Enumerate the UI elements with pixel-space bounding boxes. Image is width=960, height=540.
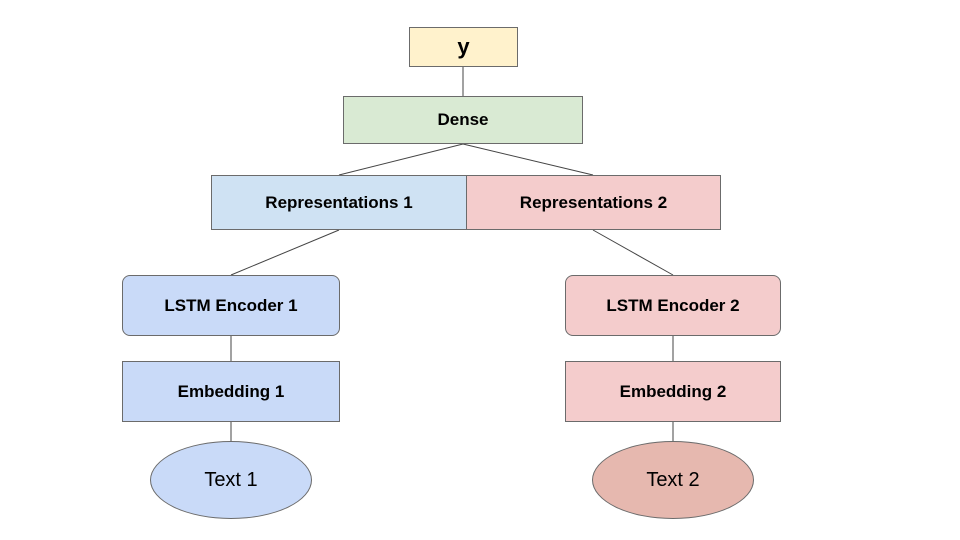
representations-1-node: Representations 1 <box>211 175 467 230</box>
edge-dense-rep1 <box>338 143 464 176</box>
edge-rep1-lstm1 <box>230 229 340 276</box>
dense-node: Dense <box>343 96 583 144</box>
embedding-1-node: Embedding 1 <box>122 361 340 422</box>
text-2-input-node: Text 2 <box>592 441 754 519</box>
representations-2-node: Representations 2 <box>466 175 721 230</box>
edge-dense-rep2 <box>462 143 594 176</box>
edge-rep2-lstm2 <box>592 229 674 276</box>
output-y-node: y <box>409 27 518 67</box>
text-1-input-node: Text 1 <box>150 441 312 519</box>
lstm-encoder-2-node: LSTM Encoder 2 <box>565 275 781 336</box>
lstm-encoder-1-node: LSTM Encoder 1 <box>122 275 340 336</box>
embedding-2-node: Embedding 2 <box>565 361 781 422</box>
